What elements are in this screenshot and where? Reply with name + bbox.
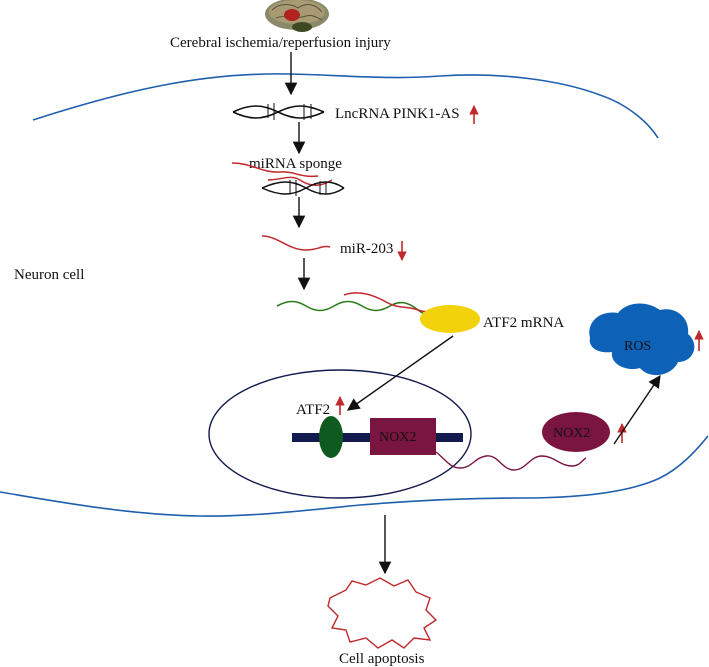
nox2-protein-label: NOX2 [553, 426, 590, 441]
lncrna-label: LncRNA PINK1-AS [335, 106, 460, 122]
mirna-label: miR-203 [340, 241, 393, 257]
cell-label: Neuron cell [14, 267, 84, 283]
dna-helix-icon [232, 103, 325, 120]
atf2-protein [319, 416, 343, 458]
mrna-label: ATF2 mRNA [483, 315, 564, 331]
sponge-label: miRNA sponge [249, 156, 342, 172]
trigger-label: Cerebral ischemia/reperfusion injury [170, 35, 391, 51]
apoptotic-cell-icon [327, 577, 438, 649]
outcome-label: Cell apoptosis [339, 651, 425, 667]
cell-membrane-bottom [0, 435, 709, 517]
nox2-gene-label: NOX2 [379, 430, 416, 445]
mirna-bound-strand [343, 292, 441, 313]
arrow-mrna-to-atf2 [346, 335, 454, 411]
nucleus [208, 369, 472, 499]
brain-icon [265, 0, 329, 32]
mirna-strand [261, 235, 331, 251]
nox2-gene [370, 418, 436, 455]
atf2-label: ATF2 [296, 402, 330, 418]
ros-label: ROS [624, 339, 651, 354]
ros-blob [589, 303, 695, 376]
nox2-protein [542, 412, 610, 452]
cell-membrane-top [32, 73, 659, 139]
nox2-transcript [435, 451, 587, 471]
mirna-sponge-icon [231, 162, 345, 196]
arrow-nox2-to-ros [613, 374, 661, 445]
ribosome-icon [420, 305, 480, 333]
